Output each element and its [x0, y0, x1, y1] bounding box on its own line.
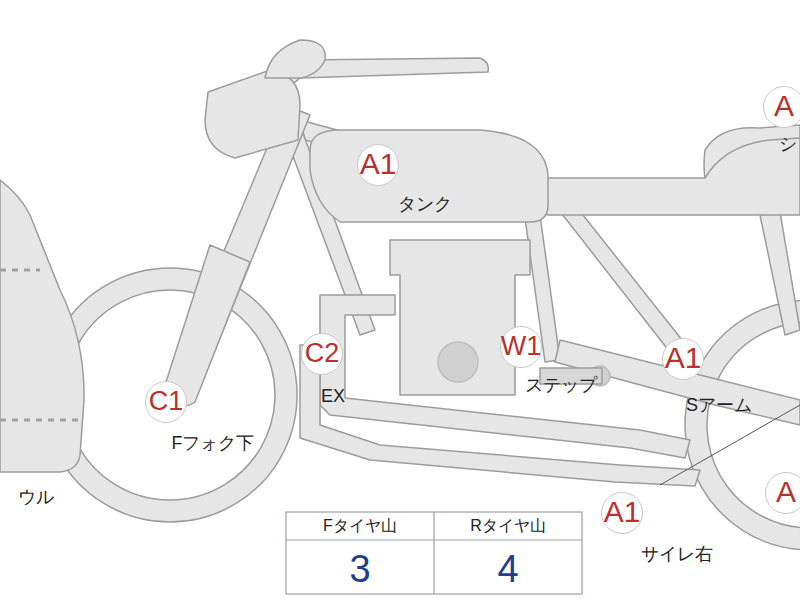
callout-number: A	[776, 477, 796, 507]
callout-number: A1	[360, 149, 397, 179]
callout-number: A1	[604, 497, 641, 527]
callout-number: C2	[305, 340, 340, 367]
tank	[310, 130, 548, 222]
part-name: EX	[321, 387, 345, 405]
seat	[540, 138, 800, 215]
fairing-line	[0, 419, 80, 422]
callout-circle: C2EX	[301, 333, 343, 375]
callout-circle: A1タンク	[357, 144, 399, 186]
table-cell: 3	[349, 550, 370, 588]
fairing-line	[0, 269, 40, 272]
fork-lower	[165, 245, 250, 406]
headlight	[205, 70, 300, 158]
part-name: タンク	[398, 195, 452, 213]
callout-circle: A1サイレ右	[601, 492, 643, 534]
table-rule	[433, 512, 434, 594]
rear-wheel	[685, 300, 800, 550]
table-cell: Rタイヤ山	[470, 518, 546, 534]
engine-cover	[438, 342, 478, 382]
callout-number: A	[774, 91, 794, 121]
callout-circle: W1ステップ	[500, 326, 542, 368]
engine	[390, 240, 530, 395]
part-name: サイレ右	[641, 545, 713, 563]
part-name: Fフォク下	[172, 434, 255, 452]
part-name: Sアーム	[686, 396, 752, 414]
rear-shock	[760, 212, 800, 335]
fairing	[0, 180, 84, 472]
part-name: シ	[779, 135, 797, 153]
callout-circle: A1Sアーム	[662, 338, 704, 380]
table-cell: Fタイヤ山	[323, 518, 397, 534]
callout-number: A1	[665, 343, 702, 373]
tyre-table	[286, 512, 582, 594]
callout-number: W1	[501, 333, 542, 360]
callout-circle: C1Fフォク下	[145, 381, 187, 423]
callout-number: C1	[149, 388, 184, 415]
callout-circle: A	[765, 472, 800, 514]
table-cell: 4	[497, 550, 518, 588]
callout-circle: Aシ	[763, 86, 800, 128]
part-name: ウル	[18, 488, 54, 506]
part-name: ステップ	[525, 376, 597, 394]
mirror	[265, 40, 325, 78]
